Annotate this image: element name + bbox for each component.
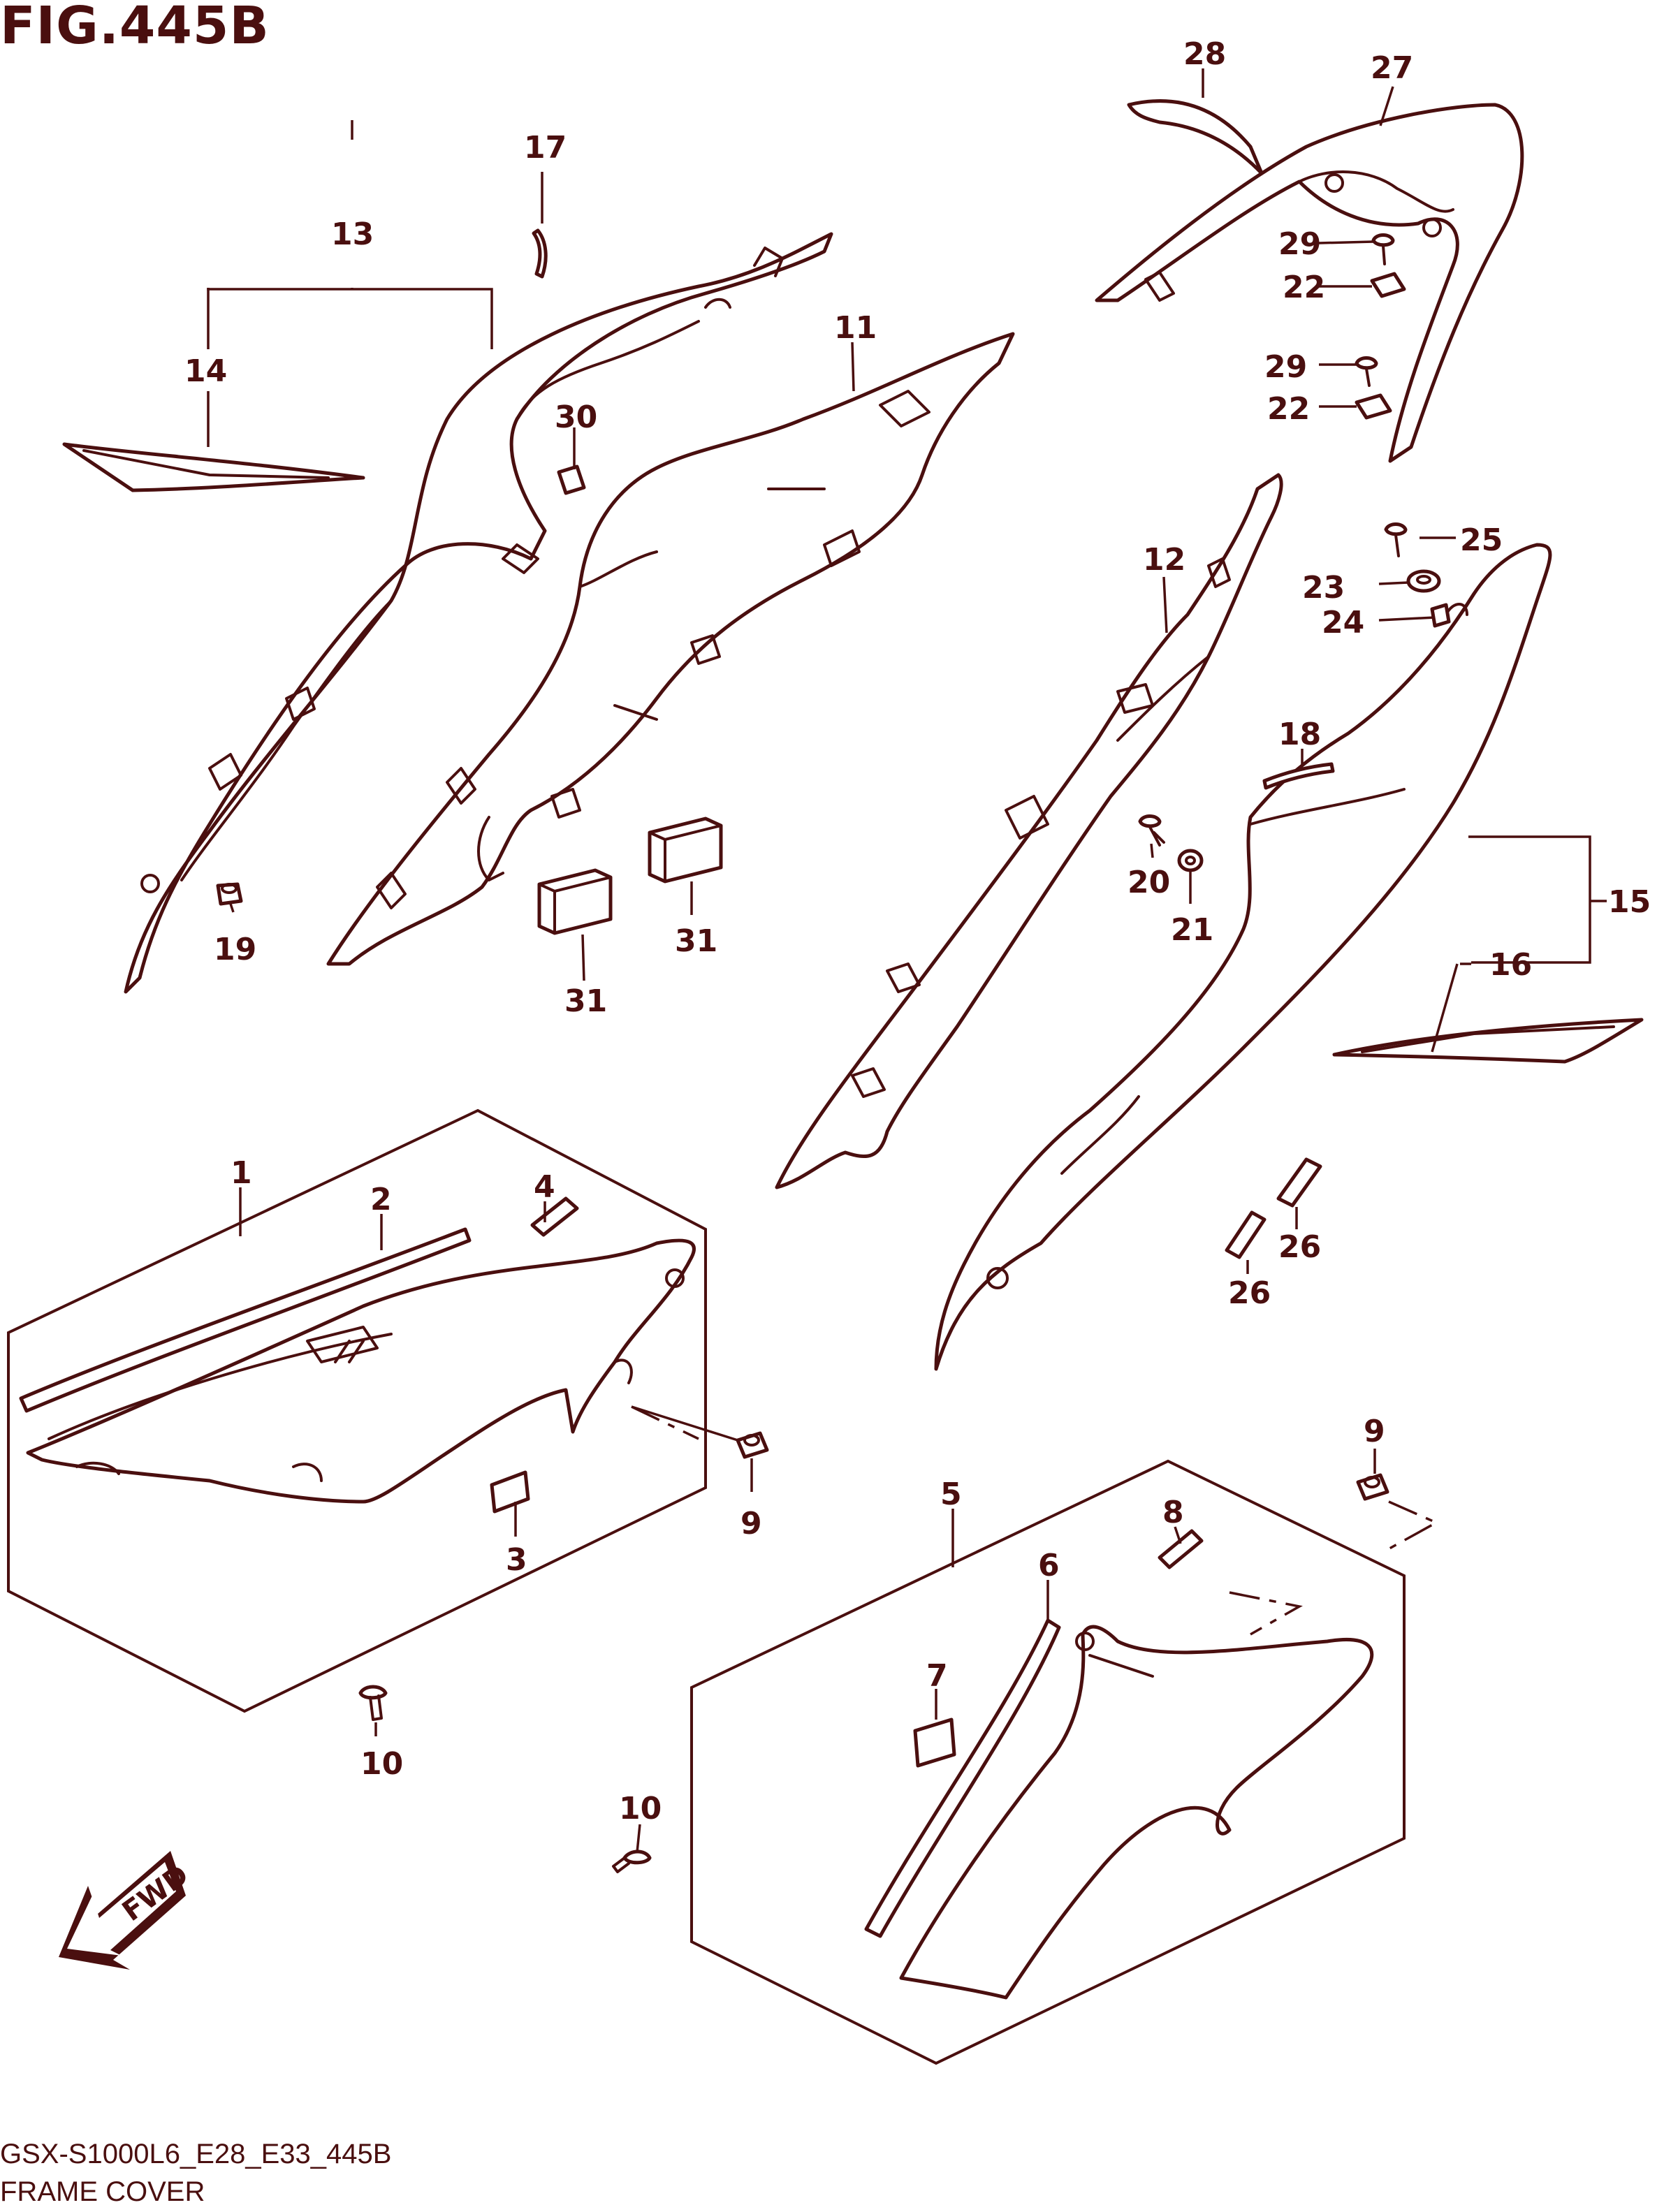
rivet-10-left[interactable] [358,1685,388,1721]
callout-17: 17 [524,130,567,166]
grommet-9-right[interactable] [1356,1473,1389,1501]
callout-30: 30 [555,400,597,435]
cushion-8[interactable] [1158,1529,1204,1569]
callout-28: 28 [1183,36,1226,72]
inner-frame-cover-11[interactable] [326,332,1015,966]
side-cover-right-5[interactable] [899,1625,1374,2000]
trim-strip-6[interactable] [864,1618,1061,1938]
drawing-code: GSX-S1000L6_E28_E33_445B [0,2139,392,2169]
fwd-arrow-icon: FWD [59,1851,195,1970]
section-name: FRAME COVER [0,2176,205,2207]
figure-title: FIG.445B [0,0,270,56]
callout-21: 21 [1171,912,1213,948]
callout-14: 14 [184,353,227,389]
screw-25[interactable] [1384,522,1408,557]
screw-29-lower[interactable] [1355,356,1378,387]
cushion-block-31-upper[interactable] [648,816,723,884]
cushion-block-31-lower[interactable] [537,868,613,935]
callout-29-lower: 29 [1264,349,1307,385]
washer-21[interactable] [1177,849,1204,872]
callout-29-upper: 29 [1278,226,1321,262]
cushion-26-upper[interactable] [1276,1157,1322,1208]
callout-26-upper: 26 [1278,1229,1321,1265]
tail-stripe-decal-14[interactable] [62,442,365,492]
callout-labels: 13 14 17 11 30 19 31 31 28 27 29 22 29 2… [184,36,1651,1826]
kit-box-5 [690,1459,1406,2065]
nut-22-lower[interactable] [1355,393,1392,420]
callout-6: 6 [1038,1548,1060,1583]
clip-30[interactable] [557,464,586,495]
callout-10-left: 10 [360,1746,403,1782]
callout-9-left: 9 [740,1506,762,1541]
screw-29-upper[interactable] [1371,233,1395,265]
callout-9-right: 9 [1364,1414,1385,1449]
side-cover-left-1[interactable] [26,1238,696,1504]
grommet-23[interactable] [1406,569,1441,593]
callout-1: 1 [231,1155,252,1191]
trim-strip-2[interactable] [19,1227,472,1413]
rivet-10-right[interactable] [612,1850,652,1873]
leader-lines [207,68,1607,1853]
phantom-line-right [1229,1500,1439,1636]
callout-22-lower: 22 [1267,391,1310,427]
cushion-3[interactable] [490,1470,530,1514]
cushion-18[interactable] [1262,762,1335,790]
callout-11: 11 [834,310,877,346]
callout-20: 20 [1127,865,1170,900]
screw-20[interactable] [1138,814,1165,847]
callout-22-upper: 22 [1283,270,1325,305]
nut-22-upper[interactable] [1370,272,1406,298]
seat-tail-cover-left[interactable] [124,232,833,994]
callout-5: 5 [940,1477,962,1512]
callout-4: 4 [534,1169,555,1205]
callout-13: 13 [331,217,374,252]
callout-25: 25 [1460,522,1503,558]
callout-18: 18 [1278,717,1321,752]
cushion-26-lower[interactable] [1225,1210,1267,1259]
collar-24[interactable] [1430,603,1451,628]
callout-15: 15 [1608,884,1651,920]
callout-19: 19 [214,932,256,967]
callout-27: 27 [1371,50,1413,86]
callout-26-lower: 26 [1228,1275,1271,1311]
callout-31-upper: 31 [675,923,717,959]
cushion-7[interactable] [913,1717,956,1768]
phantom-line-left [631,1405,699,1440]
cushion-4[interactable] [530,1196,579,1237]
callout-12: 12 [1143,542,1185,578]
side-stripe-decal-16[interactable] [1332,1018,1644,1064]
callout-7: 7 [926,1658,948,1694]
kit-box-1 [7,1108,707,1713]
clip-19[interactable] [216,882,243,906]
inner-bracket-12[interactable] [775,473,1283,1189]
callout-16: 16 [1489,947,1532,983]
callout-23: 23 [1302,570,1345,606]
callout-31-lower: 31 [564,983,607,1019]
callout-2: 2 [370,1182,392,1217]
callout-3: 3 [506,1542,527,1578]
callout-10-right: 10 [619,1791,662,1826]
grommet-9-left[interactable] [736,1431,769,1459]
callout-8: 8 [1162,1495,1184,1530]
callout-24: 24 [1322,605,1364,640]
grab-rail-cover-28[interactable] [1127,99,1264,175]
seat-rail-cushion-17[interactable] [532,228,548,279]
tail-cover-27[interactable] [1095,103,1524,463]
